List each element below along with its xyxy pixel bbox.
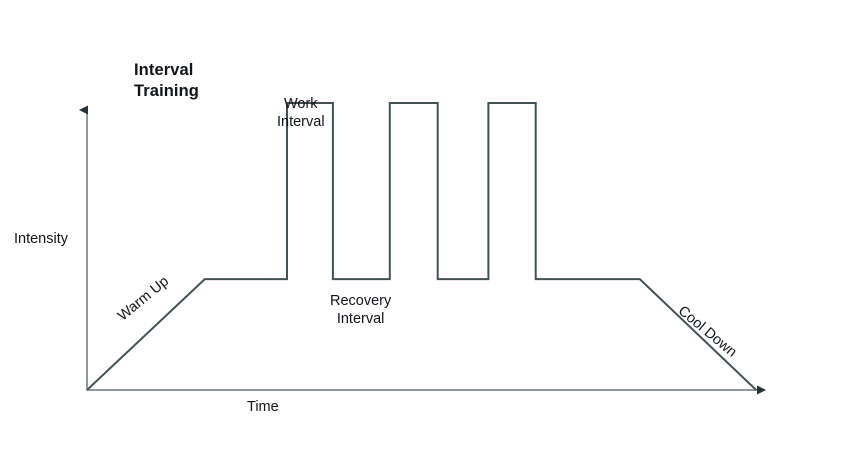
x-axis-title: Time [247, 399, 279, 415]
recovery-interval-annotation: Recovery Interval [330, 293, 392, 327]
y-axis-title: Intensity [14, 231, 68, 247]
chart-title: Interval Training [134, 61, 199, 101]
work-interval-annotation: Work Interval [277, 96, 325, 130]
intensity-profile-line [86, 102, 757, 391]
